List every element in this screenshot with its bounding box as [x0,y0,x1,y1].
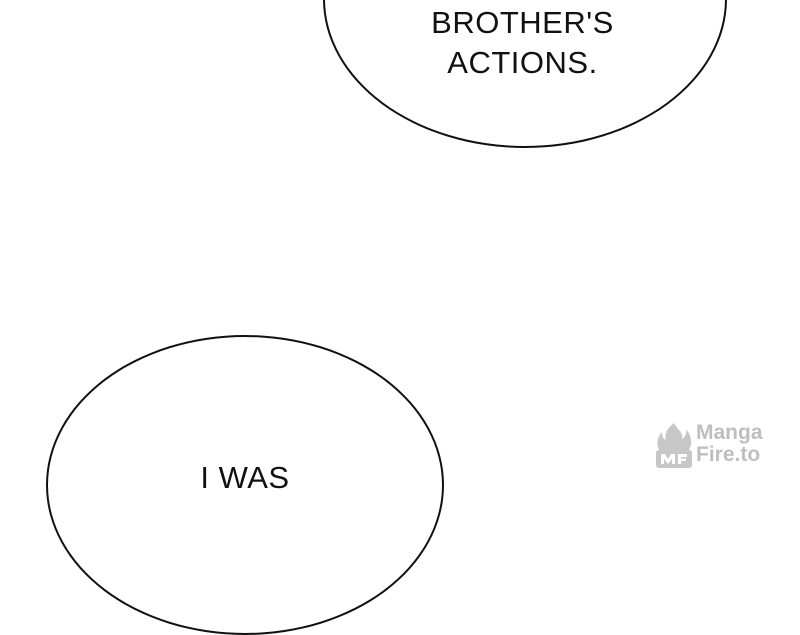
speech-bubble-top-text: BROTHER'S ACTIONS. [380,3,665,83]
speech-bubble-bottom-text: I WAS [130,458,360,498]
watermark-line-1: Manga [696,421,763,444]
bubble-top-line-1: BROTHER'S [431,5,614,40]
bubble-bottom-line-1: I WAS [200,460,290,495]
mangafire-flame-logo-icon [656,423,692,468]
watermark-text: Manga Fire.to [696,422,763,466]
watermark-line-2: Fire.to [696,443,761,466]
watermark: Manga Fire.to [652,420,782,472]
bubble-top-line-2: ACTIONS. [447,45,598,80]
